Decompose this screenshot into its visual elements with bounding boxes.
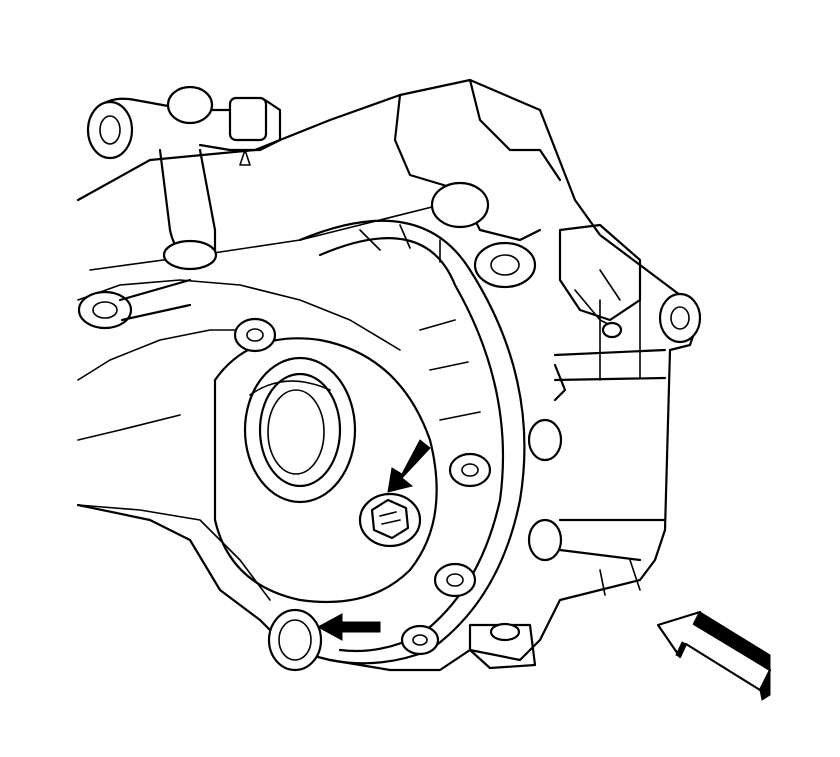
boss-right-mid: [448, 452, 492, 488]
boss-right-lower: [527, 518, 563, 562]
boss-bottom: [400, 624, 440, 656]
bottom-mount: [468, 622, 537, 670]
left-connector: [77, 278, 192, 330]
lower-plug-arrow: [316, 613, 381, 641]
boss-right-top: [527, 418, 563, 462]
sensor-assembly: [86, 85, 282, 271]
upper-hex-plug: [358, 492, 422, 548]
boss-top-left: [233, 317, 277, 353]
upper-plug-arrow: [387, 439, 431, 493]
right-side-panels: [553, 299, 667, 596]
view-direction-arrow: [656, 610, 772, 701]
upper-right-structure: [393, 78, 702, 344]
lower-drain-plug: [267, 608, 323, 672]
boss-lower-right: [433, 562, 477, 598]
bell-housing-flange: [298, 219, 526, 665]
case-face: [213, 337, 438, 604]
bolt-bosses: [233, 317, 563, 656]
